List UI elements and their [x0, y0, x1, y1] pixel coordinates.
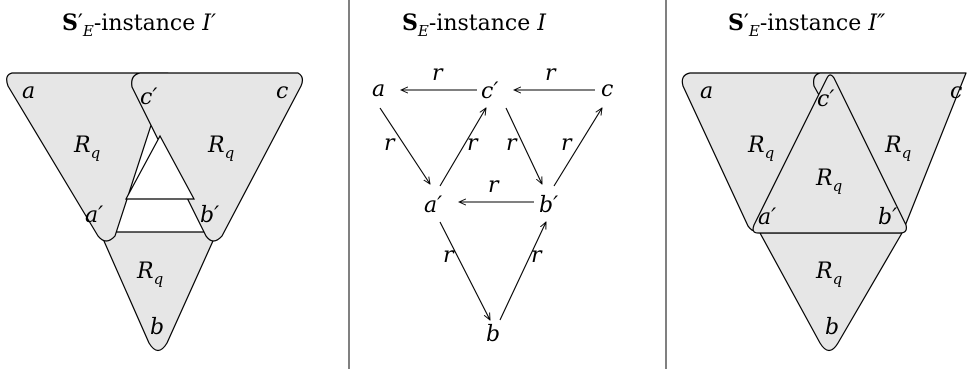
edge-label: r	[506, 131, 518, 156]
edge-label: r	[432, 61, 444, 86]
relation-label-left: Rq	[73, 133, 100, 162]
vertex-a: a	[372, 77, 385, 102]
edge-label: r	[443, 243, 455, 268]
relation-triangle-bottom	[99, 231, 218, 352]
relation-label-middle: Rq	[815, 166, 842, 195]
panel-instance-i-double-prime: S′E-instance I″ a c′ c a′ b′ b Rq Rq Rq …	[681, 10, 967, 352]
edge-label: r	[561, 131, 573, 156]
vertex-b: b	[486, 322, 500, 347]
hole-region	[124, 134, 196, 200]
vertex-a-prime: a′	[85, 203, 103, 228]
vertex-b: b	[150, 315, 164, 340]
vertex-b: b	[825, 315, 839, 340]
vertex-b-prime: b′	[878, 205, 897, 230]
vertex-c-prime: c′	[817, 87, 834, 112]
vertex-b-prime: b′	[539, 193, 558, 218]
vertex-a: a	[22, 79, 35, 104]
vertex-c: c	[276, 79, 288, 104]
vertex-c: c	[950, 79, 962, 104]
edge-bprime-to-c	[553, 108, 602, 187]
edge-label: r	[531, 243, 543, 268]
edge-label: r	[488, 173, 500, 198]
edge-aprime-to-cprime	[439, 108, 486, 187]
panel2-title: SE-instance I	[402, 10, 547, 40]
vertex-a-prime: a′	[758, 205, 776, 230]
vertex-c-prime: c′	[481, 79, 498, 104]
panel3-title: S′E-instance I″	[728, 10, 886, 40]
panel1-title: S′E-instance I′	[62, 10, 216, 40]
relation-label-left: Rq	[747, 133, 774, 162]
edge-label: r	[467, 131, 479, 156]
edge-b-to-bprime	[499, 222, 547, 321]
panel-instance-i: SE-instance I a c′ c a′ b′ b r r r r r r…	[372, 10, 613, 347]
relation-triangle-middle	[752, 74, 907, 234]
edge-a-to-aprime	[379, 107, 430, 184]
relation-label-bottom: Rq	[136, 259, 163, 288]
edge-cprime-to-bprime	[505, 107, 543, 184]
edge-label: r	[545, 61, 557, 86]
edge-aprime-to-b	[439, 221, 490, 320]
edge-label: r	[384, 131, 396, 156]
panel-instance-i-prime: S′E-instance I′ a c′ c a′ b′ b Rq Rq Rq	[6, 10, 304, 352]
relation-triangle-top-left	[6, 72, 169, 242]
vertex-a: a	[700, 79, 713, 104]
vertex-c: c	[601, 77, 613, 102]
relation-label-right: Rq	[207, 133, 234, 162]
relation-triangle-top-right	[131, 72, 304, 242]
vertex-b-prime: b′	[200, 203, 219, 228]
vertex-c-prime: c′	[140, 85, 157, 110]
relation-triangle-bottom	[759, 232, 903, 352]
relation-label-bottom: Rq	[815, 259, 842, 288]
vertex-a-prime: a′	[424, 193, 442, 218]
relation-label-right: Rq	[884, 133, 911, 162]
